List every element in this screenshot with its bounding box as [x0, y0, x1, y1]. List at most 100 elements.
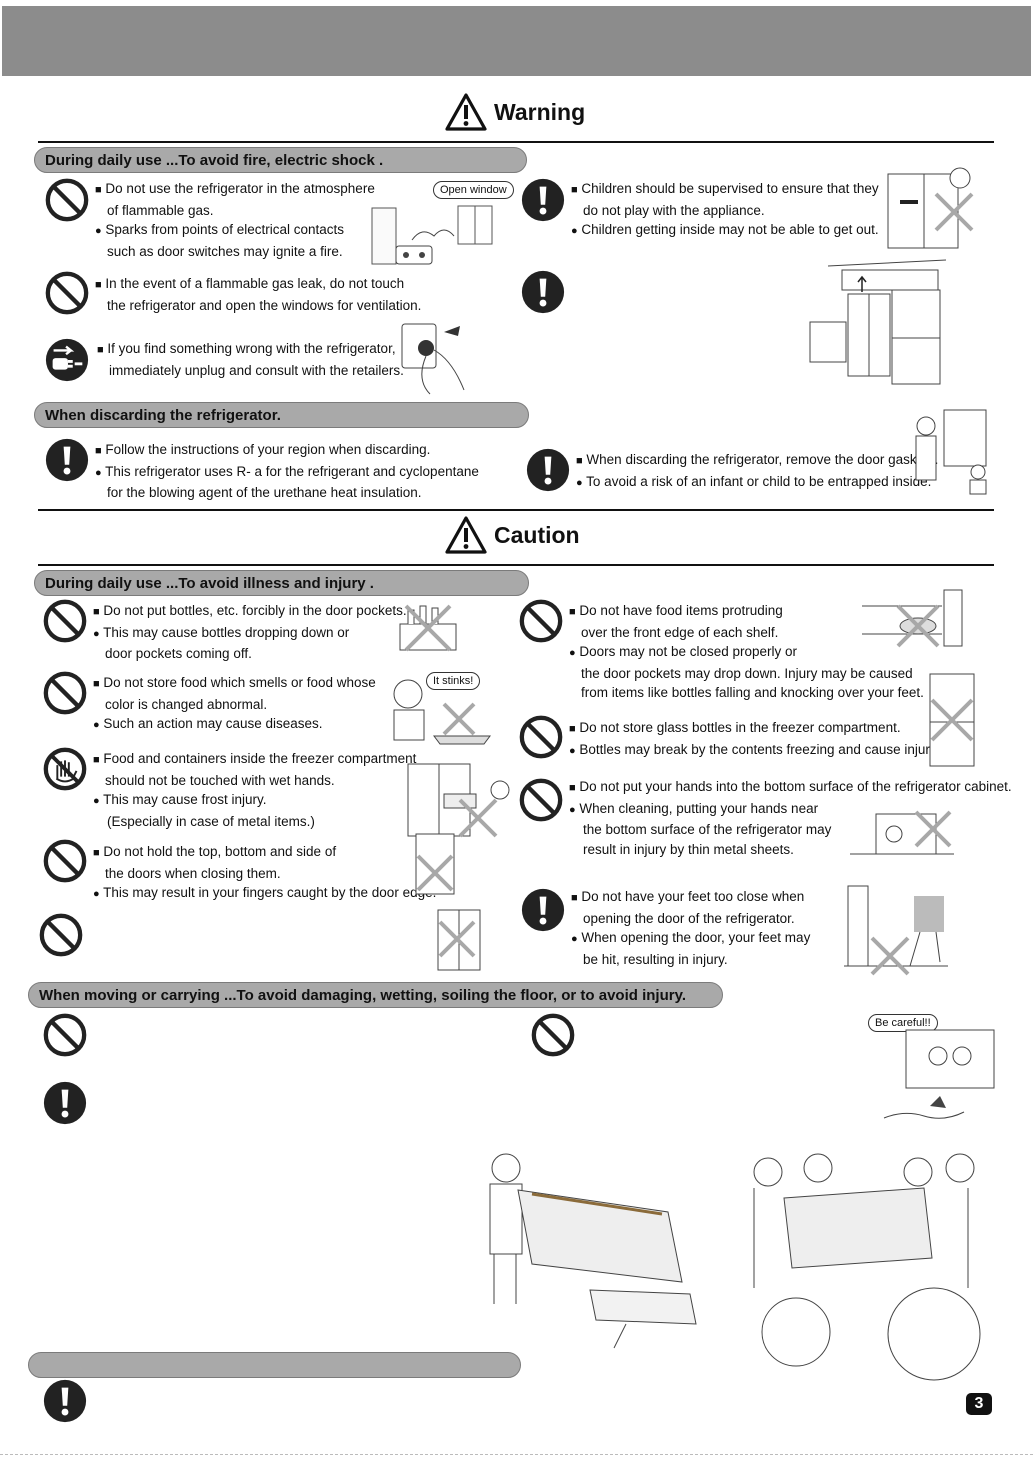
caution-item-bottom-surface: ■ Do not put your hands into the bottom … [569, 779, 1012, 857]
warning-title: Warning [494, 98, 586, 125]
prohibition-icon [42, 1012, 88, 1058]
caution-item-glass-bottles: ■ Do not store glass bottles in the free… [569, 720, 940, 757]
text-line: color is changed abnormal. [105, 696, 268, 712]
section-label [28, 1352, 521, 1378]
gas-stove-illustration [371, 205, 493, 265]
unplug-illustration [401, 323, 465, 395]
prohibition-icon [530, 1012, 576, 1058]
smelly-food-illustration [393, 679, 491, 745]
caution-title: Caution [494, 521, 580, 548]
warning-item-gas-leak: ■ In the event of a flammable gas leak, … [95, 276, 422, 313]
mandatory-icon [525, 447, 571, 493]
warning-item-unplug: ■ If you find something wrong with the r… [97, 341, 404, 378]
text-line: Such an action may cause diseases. [103, 716, 323, 731]
protruding-shelf-illustration [862, 589, 963, 648]
section-label: During daily use ...To avoid illness and… [34, 570, 529, 596]
text-line: immediately unplug and consult with the … [109, 362, 404, 378]
text-line: If you find something wrong with the ref… [107, 341, 396, 356]
text-line: Doors may not be closed properly or [579, 644, 798, 659]
warning-item-flammable-gas: ■ Do not use the refrigerator in the atm… [95, 181, 375, 259]
text-line: Sparks from points of electrical contact… [105, 222, 345, 237]
text-line: Do not have your feet too close when [581, 889, 805, 904]
text-line: opening the door of the refrigerator. [583, 910, 795, 926]
text-line: result in injury by thin metal sheets. [583, 841, 794, 857]
prohibition-icon [44, 177, 90, 223]
prohibition-icon [44, 270, 90, 316]
text-line: Do not put bottles, etc. forcibly in the… [103, 603, 407, 618]
text-line: Do not put your hands into the bottom su… [579, 779, 1012, 794]
text-line: over the front edge of each shelf. [581, 624, 779, 640]
warning-triangle-icon [444, 92, 488, 132]
text-line: Children getting inside may not be able … [581, 222, 879, 237]
text-line: Do not store glass bottles in the freeze… [579, 720, 901, 735]
text-line: When cleaning, putting your hands near [579, 800, 819, 816]
section-label: During daily use ...To avoid fire, elect… [34, 147, 527, 173]
prohibition-icon [518, 714, 564, 760]
warning-item-discard-instructions: ■ Follow the instructions of your region… [95, 442, 479, 500]
warning-triangle-icon [444, 515, 488, 555]
prohibition-icon [518, 598, 564, 644]
text-line: When discarding the refrigerator, remove… [586, 452, 939, 467]
text-line: This may cause bottles dropping down or [103, 624, 350, 640]
text-line: In the event of a flammable gas leak, do… [105, 276, 405, 291]
refrigerator-installation-illustration [809, 259, 947, 385]
text-line: do not play with the appliance. [583, 202, 765, 218]
prohibition-icon [42, 838, 88, 884]
text-line: This may cause frost injury. [103, 792, 267, 807]
text-line: This may result in your fingers caught b… [103, 885, 437, 900]
prohibition-icon [42, 670, 88, 716]
prohibition-icon [38, 912, 84, 958]
moving-refrigerator-illustration [883, 1029, 995, 1119]
page-number: 3 [966, 1393, 992, 1415]
caution-heading: Caution [444, 515, 580, 555]
text-line: This refrigerator uses R- a for the refr… [105, 463, 479, 479]
text-line: Follow the instructions of your region w… [105, 442, 431, 457]
text-line: from items like bottles falling and knoc… [581, 685, 924, 700]
text-line: the bottom surface of the refrigerator m… [583, 822, 832, 837]
mandatory-icon [42, 1378, 88, 1424]
child-refrigerator-illustration [887, 167, 974, 249]
mandatory-icon [520, 887, 566, 933]
text-line: Do not use the refrigerator in the atmos… [105, 181, 375, 196]
text-line: Do not store food which smells or food w… [103, 675, 376, 690]
bottom-surface-illustration [850, 810, 954, 855]
text-line: When opening the door, your feet may [581, 930, 811, 945]
text-line: be hit, resulting in injury. [583, 951, 728, 967]
text-line: Do not have food items protruding [579, 603, 783, 618]
warning-heading: Warning [444, 92, 585, 132]
mandatory-icon [44, 437, 90, 483]
text-line: Do not hold the top, bottom and side of [103, 844, 337, 859]
speech-bubble: Be careful!! [868, 1014, 938, 1032]
divider [38, 141, 994, 143]
freezer-hands-illustration [407, 763, 510, 838]
door-feet-illustration [844, 885, 948, 976]
speech-bubble: Open window [433, 181, 514, 199]
text-line: for the blowing agent of the urethane he… [107, 485, 422, 500]
text-line: To avoid a risk of an infant or child to… [586, 473, 932, 489]
prohibition-icon [42, 598, 88, 644]
page-edge [0, 1454, 1033, 1455]
section-label: When moving or carrying ...To avoid dama… [28, 982, 723, 1008]
warning-item-children: ■ Children should be supervised to ensur… [571, 181, 879, 237]
divider [38, 509, 994, 511]
mandatory-icon [520, 269, 566, 315]
caution-item-wet-hands: ■ Food and containers inside the freezer… [93, 751, 417, 829]
bottles-door-illustration [399, 604, 457, 652]
warning-item-door-gaskets: ■ When discarding the refrigerator, remo… [576, 452, 939, 489]
door-edge-illustration [415, 833, 455, 895]
no-wet-hands-icon [42, 746, 88, 792]
text-line: Bottles may break by the contents freezi… [579, 741, 940, 757]
carrying-refrigerator-illustration [489, 1153, 697, 1349]
prohibition-icon [518, 777, 564, 823]
caution-item-protruding-food: ■ Do not have food items protruding over… [569, 603, 924, 700]
refrigerator-crossed-illustration [437, 909, 481, 971]
text-line: (Especially in case of metal items.) [107, 813, 315, 829]
text-line: Children should be supervised to ensure … [581, 181, 879, 196]
mandatory-icon [42, 1080, 88, 1126]
divider [38, 564, 994, 566]
text-line: door pockets coming off. [105, 646, 252, 661]
caution-item-feet: ■ Do not have your feet too close when o… [571, 889, 811, 967]
text-line: the doors when closing them. [105, 865, 281, 881]
header-bar [2, 6, 1031, 76]
family-discard-illustration [915, 409, 987, 495]
